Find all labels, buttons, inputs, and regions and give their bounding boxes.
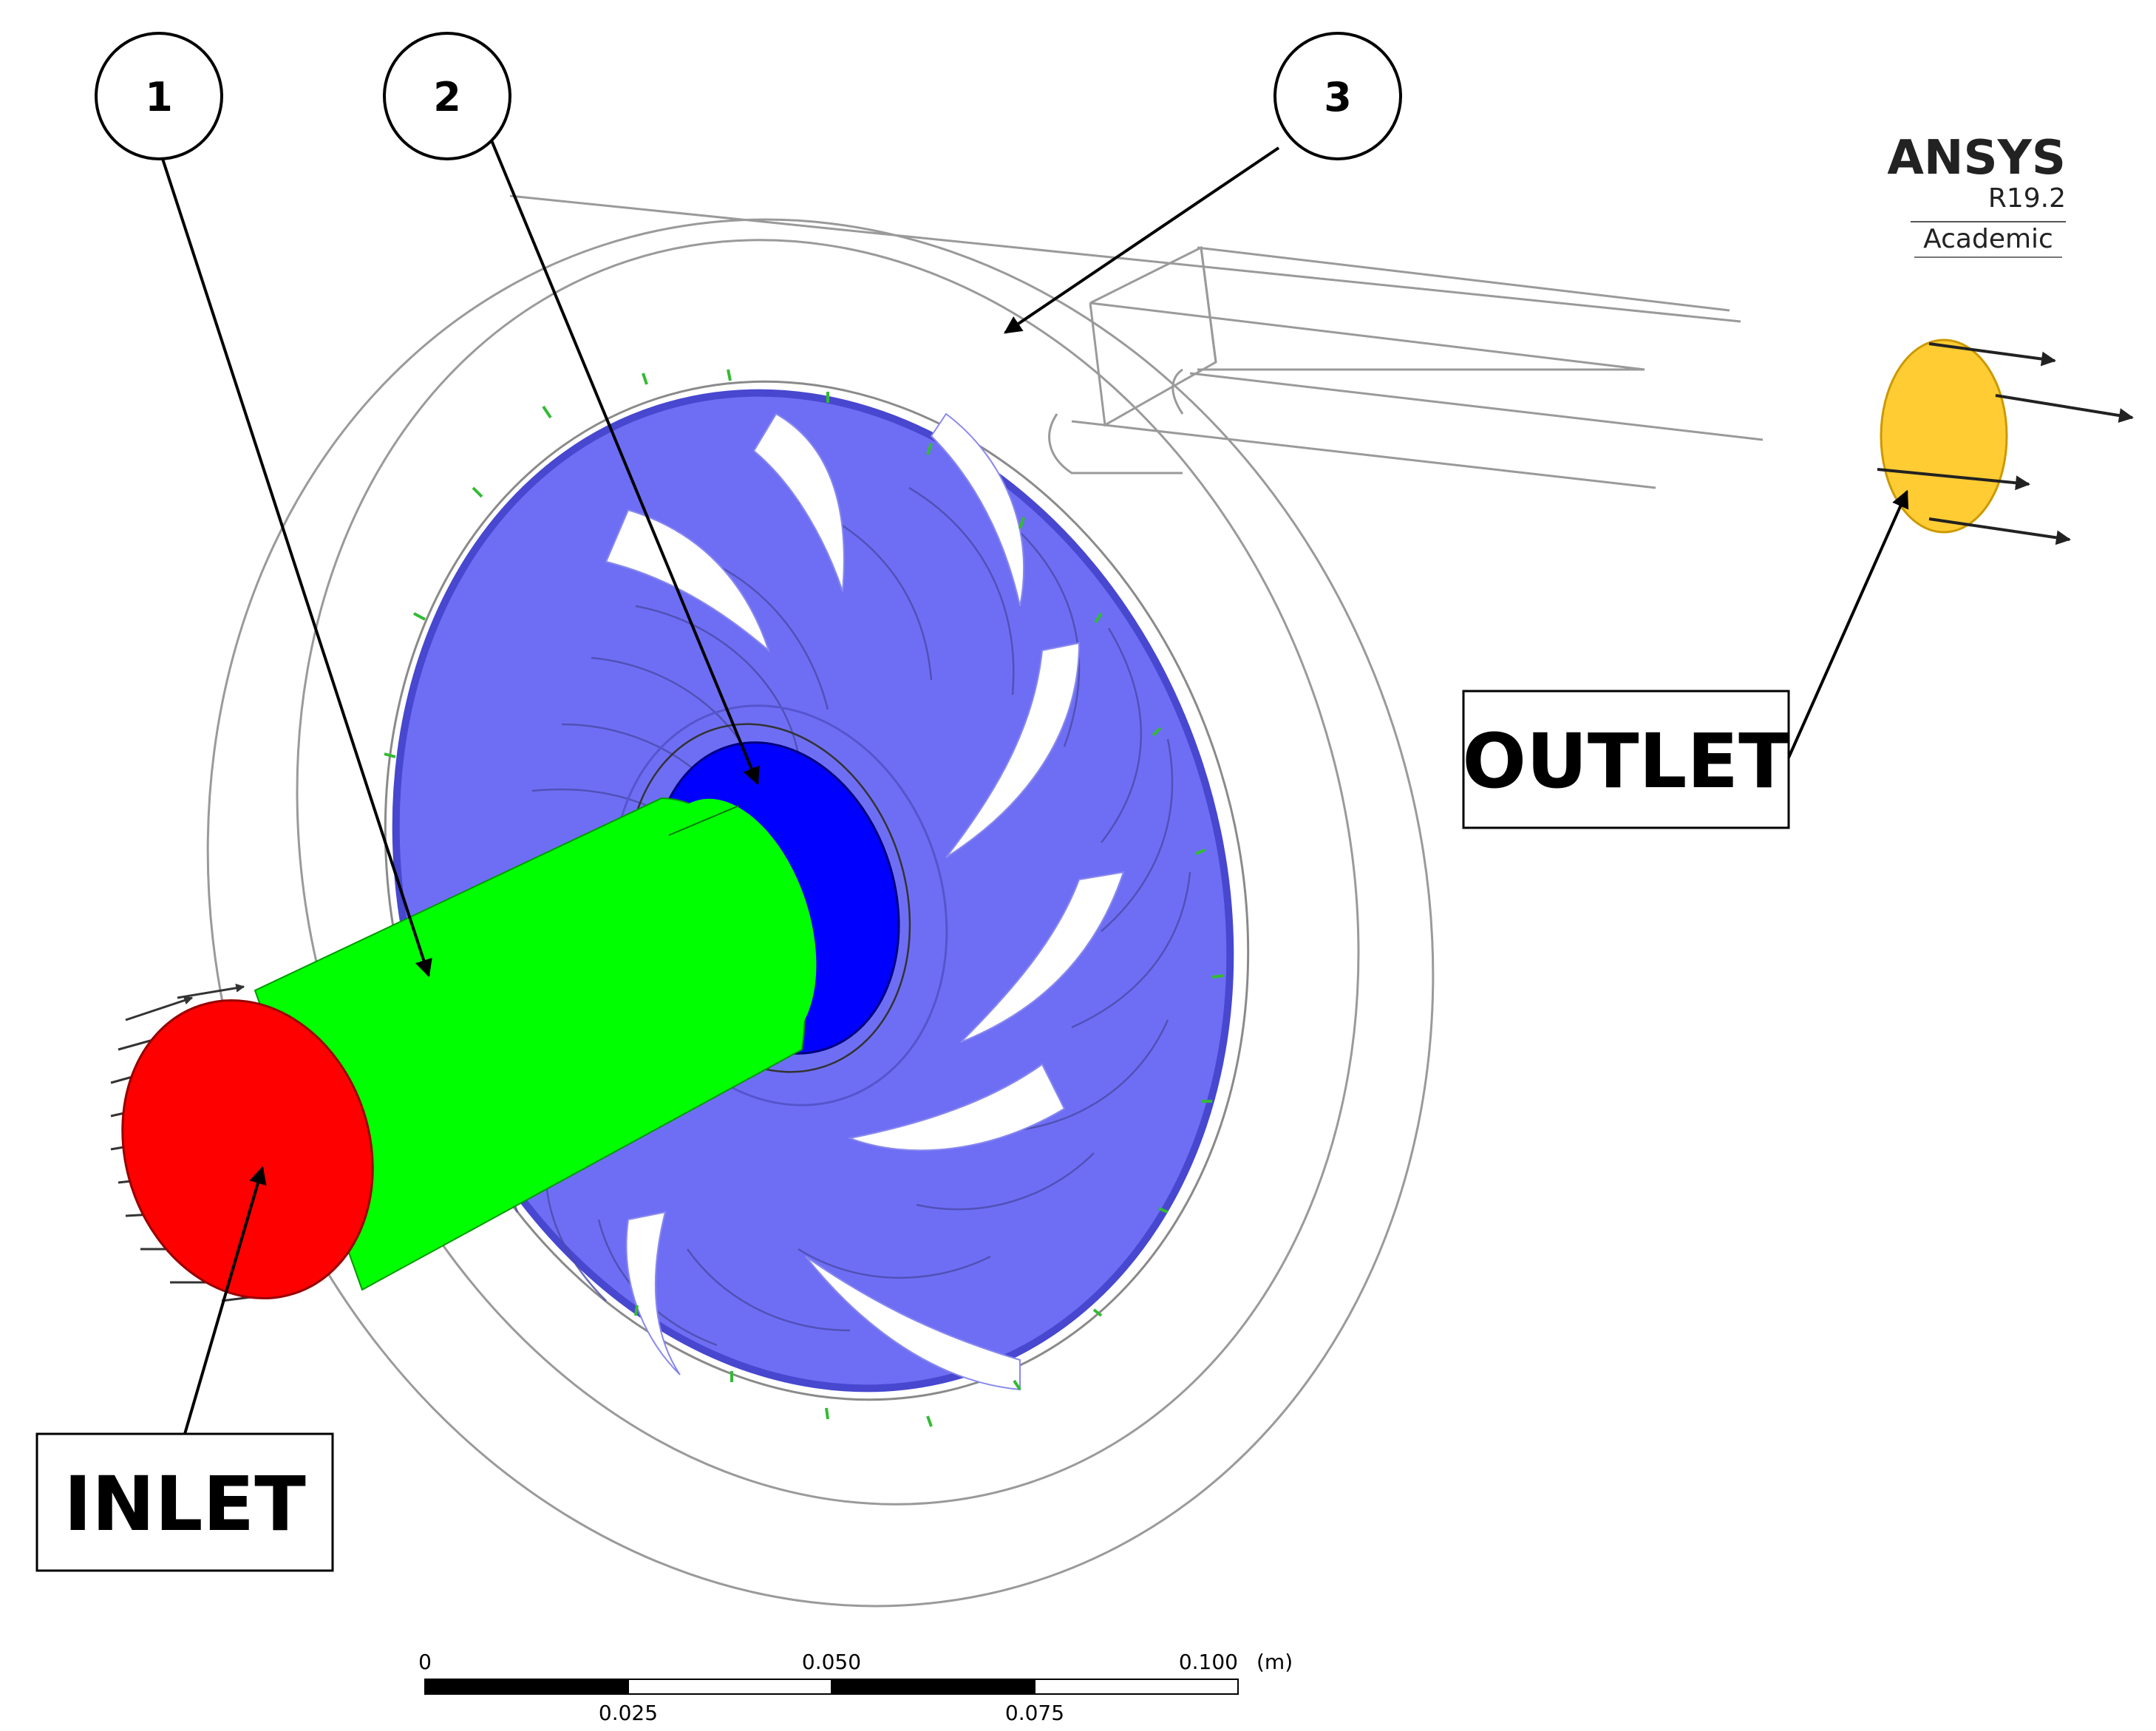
callout-3: 3	[1004, 32, 1402, 334]
ansys-logo: ANSYS R19.2 Academic	[1887, 131, 2066, 258]
inlet-pipe	[254, 797, 817, 1291]
outlet-label-text: OUTLET	[1462, 718, 1790, 806]
scale-tick-top-2: 0.100	[1179, 1650, 1238, 1674]
outlet-label: OUTLET	[1462, 489, 1909, 829]
scale-bar-seg-1	[424, 1679, 629, 1695]
inlet-pipe-end	[654, 798, 817, 1050]
callout-2-leader	[490, 140, 760, 786]
inlet-pipe-seam	[668, 805, 740, 836]
outlet-arrows	[1877, 342, 2134, 545]
callout-3-leader	[1004, 146, 1280, 334]
outlet-face	[1880, 339, 2008, 534]
impeller-rim-ticks	[384, 369, 1224, 1427]
callout-3-label: 3	[1324, 74, 1352, 120]
inlet-label: INLET	[35, 1166, 334, 1572]
callout-2-circle	[383, 32, 511, 160]
logo-brand: ANSYS	[1887, 131, 2066, 186]
impeller-passage-6	[805, 1256, 1021, 1391]
outlet-duct-edge-2	[1197, 246, 1730, 312]
callout-2-label: 2	[433, 74, 461, 120]
logo-edition: Academic	[1923, 224, 2053, 254]
outlet-duct-edge-5	[1189, 372, 1764, 441]
scale-tick-top-0: 0	[418, 1650, 432, 1674]
callout-1-circle	[95, 32, 223, 160]
impeller-passage-7	[625, 1211, 681, 1375]
impeller-passage-4	[960, 871, 1125, 1043]
scale-bar: 0 0.050 0.100 (m) 0.025 0.075	[418, 1650, 1293, 1725]
scale-bar-seg-2	[628, 1679, 832, 1695]
outlet-leader	[1787, 489, 1909, 758]
outlet-duct-section	[1089, 245, 1217, 427]
callout-2: 2	[383, 32, 760, 786]
impeller-passage-8	[930, 412, 1025, 607]
scale-tick-bottom-1: 0.075	[1005, 1701, 1064, 1725]
outlet-duct-edge-3	[1089, 302, 1645, 371]
inlet-face	[121, 999, 374, 1300]
callout-1: 1	[95, 32, 432, 978]
scale-bar-seg-4	[1034, 1679, 1239, 1695]
impeller-passage-2	[605, 509, 771, 653]
impeller-blade-passages	[605, 412, 1125, 1391]
scale-unit: (m)	[1256, 1650, 1293, 1674]
outlet-duct-edge-1	[509, 194, 1741, 323]
scale-tick-bottom-0: 0.025	[599, 1701, 658, 1725]
scale-tick-top-1: 0.050	[802, 1650, 861, 1674]
volute-tongue	[1048, 413, 1183, 475]
callout-3-circle	[1273, 32, 1402, 160]
volute-casing-wireframe	[206, 194, 1764, 1608]
outlet-duct-edge-6	[1071, 420, 1656, 489]
outlet-label-box	[1462, 690, 1790, 829]
impeller-passage-1	[752, 412, 845, 592]
callout-1-label: 1	[145, 74, 173, 120]
impeller-passage-5	[847, 1063, 1066, 1152]
outlet-duct-section-edge	[1200, 247, 1217, 363]
impeller-passage-3	[945, 642, 1081, 858]
logo-version: R19.2	[1988, 183, 2066, 214]
inlet-label-text: INLET	[64, 1460, 306, 1548]
inlet-label-box	[35, 1432, 334, 1572]
inlet-leader	[183, 1166, 267, 1435]
callout-1-leader	[161, 158, 432, 978]
scale-bar-seg-3	[831, 1679, 1036, 1695]
